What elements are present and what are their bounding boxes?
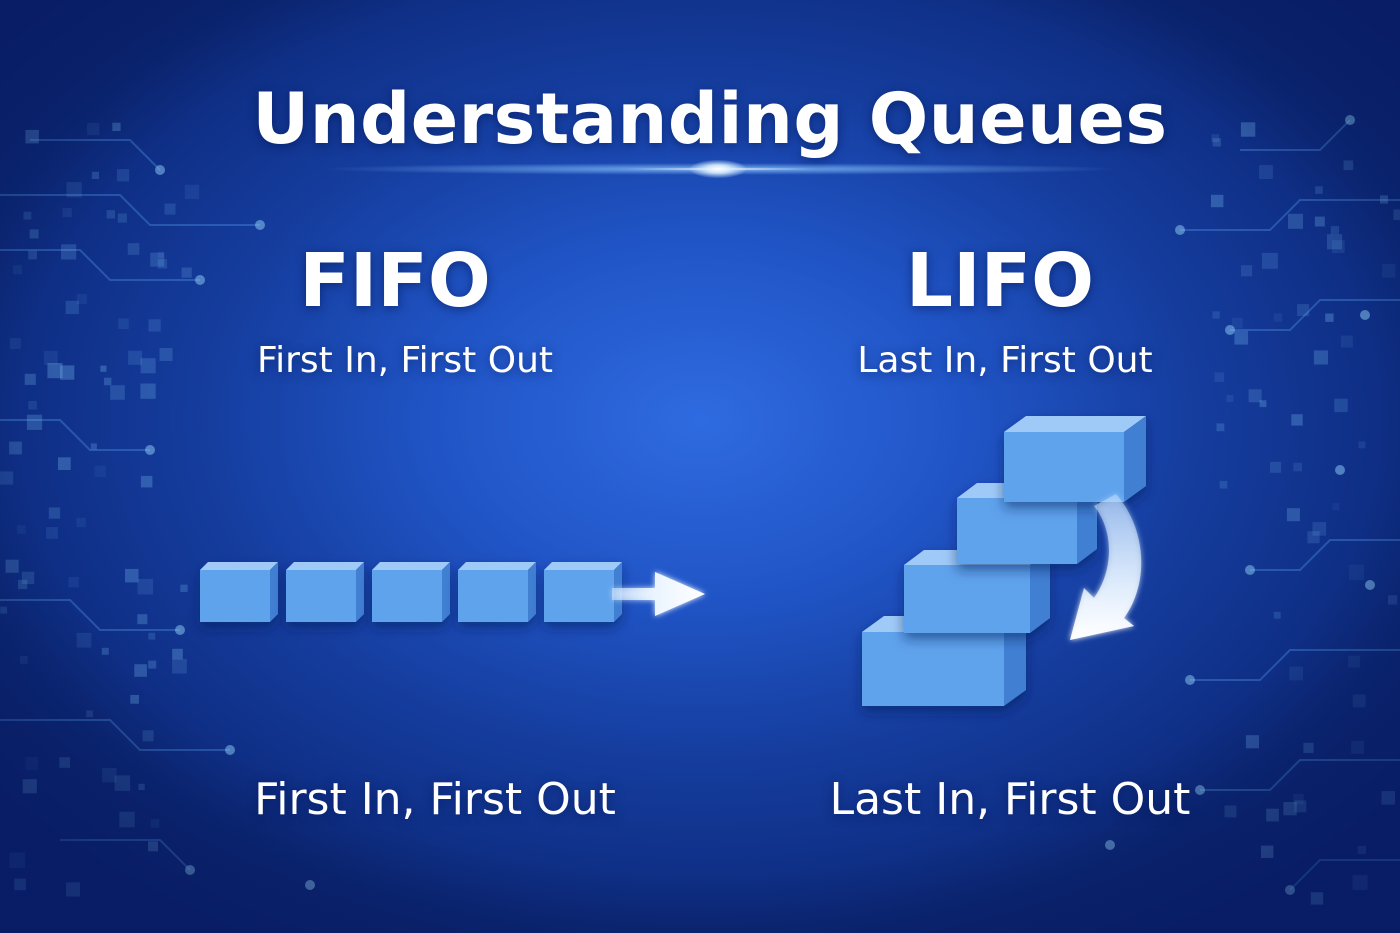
fifo-arrow [612,572,705,616]
title-glow-spark [690,160,746,178]
arrow-right-icon [612,572,705,616]
lifo-diagram [862,416,1146,706]
curved-arrow-down-icon [1070,494,1142,640]
lifo-heading: LIFO [905,238,1095,324]
fifo-caption: First In, First Out [254,774,616,825]
lifo-caption: Last In, First Out [829,774,1191,825]
fifo-subtitle: First In, First Out [257,340,553,381]
fifo-block [200,562,278,622]
fifo-diagram [200,562,622,622]
fifo-block [372,562,450,622]
fifo-block [458,562,536,622]
lifo-arrow [1070,494,1142,640]
fifo-heading: FIFO [299,238,491,324]
lifo-block [1004,416,1146,502]
page-title: Understanding Queues [252,78,1168,160]
lifo-subtitle: Last In, First Out [857,340,1153,381]
lifo-block [904,550,1050,633]
fifo-block [286,562,364,622]
fifo-block [544,562,622,622]
